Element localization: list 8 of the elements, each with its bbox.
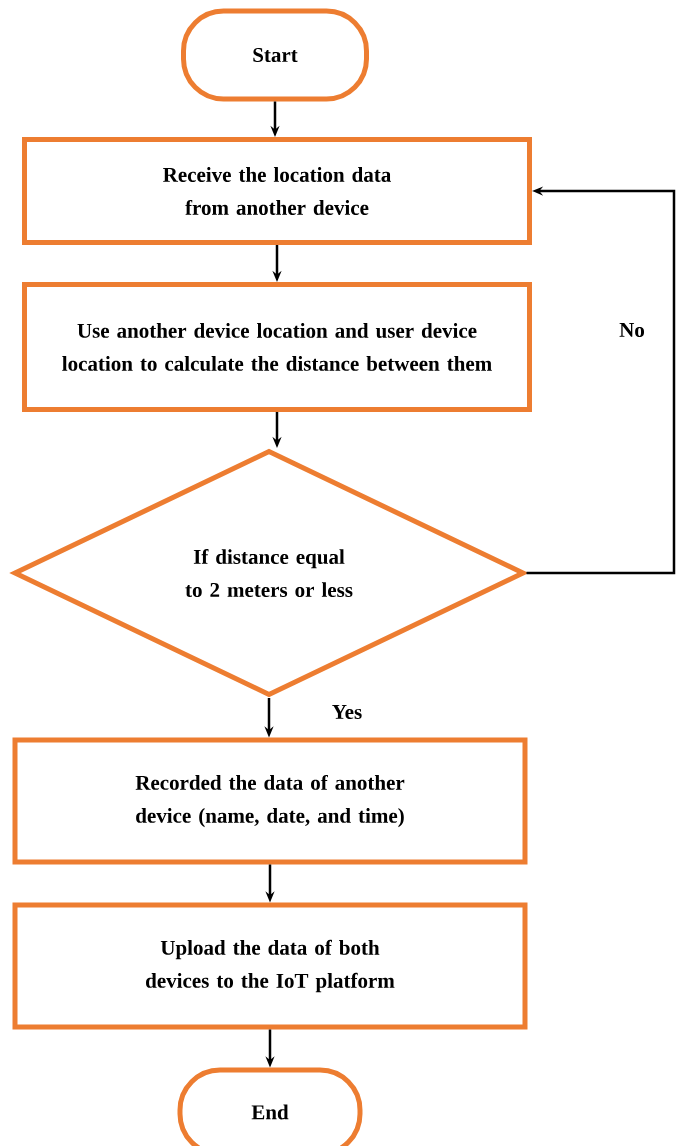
process-box: Use another device location and user device location to calculate the distance between them xyxy=(22,282,532,412)
process-box: Receive the location data from another device xyxy=(22,137,532,245)
edge-label: No xyxy=(617,321,647,339)
process-box: Upload the data of both devices to the IoT platform xyxy=(12,902,528,1030)
terminal-box: Start xyxy=(181,8,369,102)
process-box: Recorded the data of another device (name, date, and time) xyxy=(12,737,528,865)
edge-label: Yes xyxy=(329,703,365,721)
terminal-box: End xyxy=(177,1067,363,1146)
